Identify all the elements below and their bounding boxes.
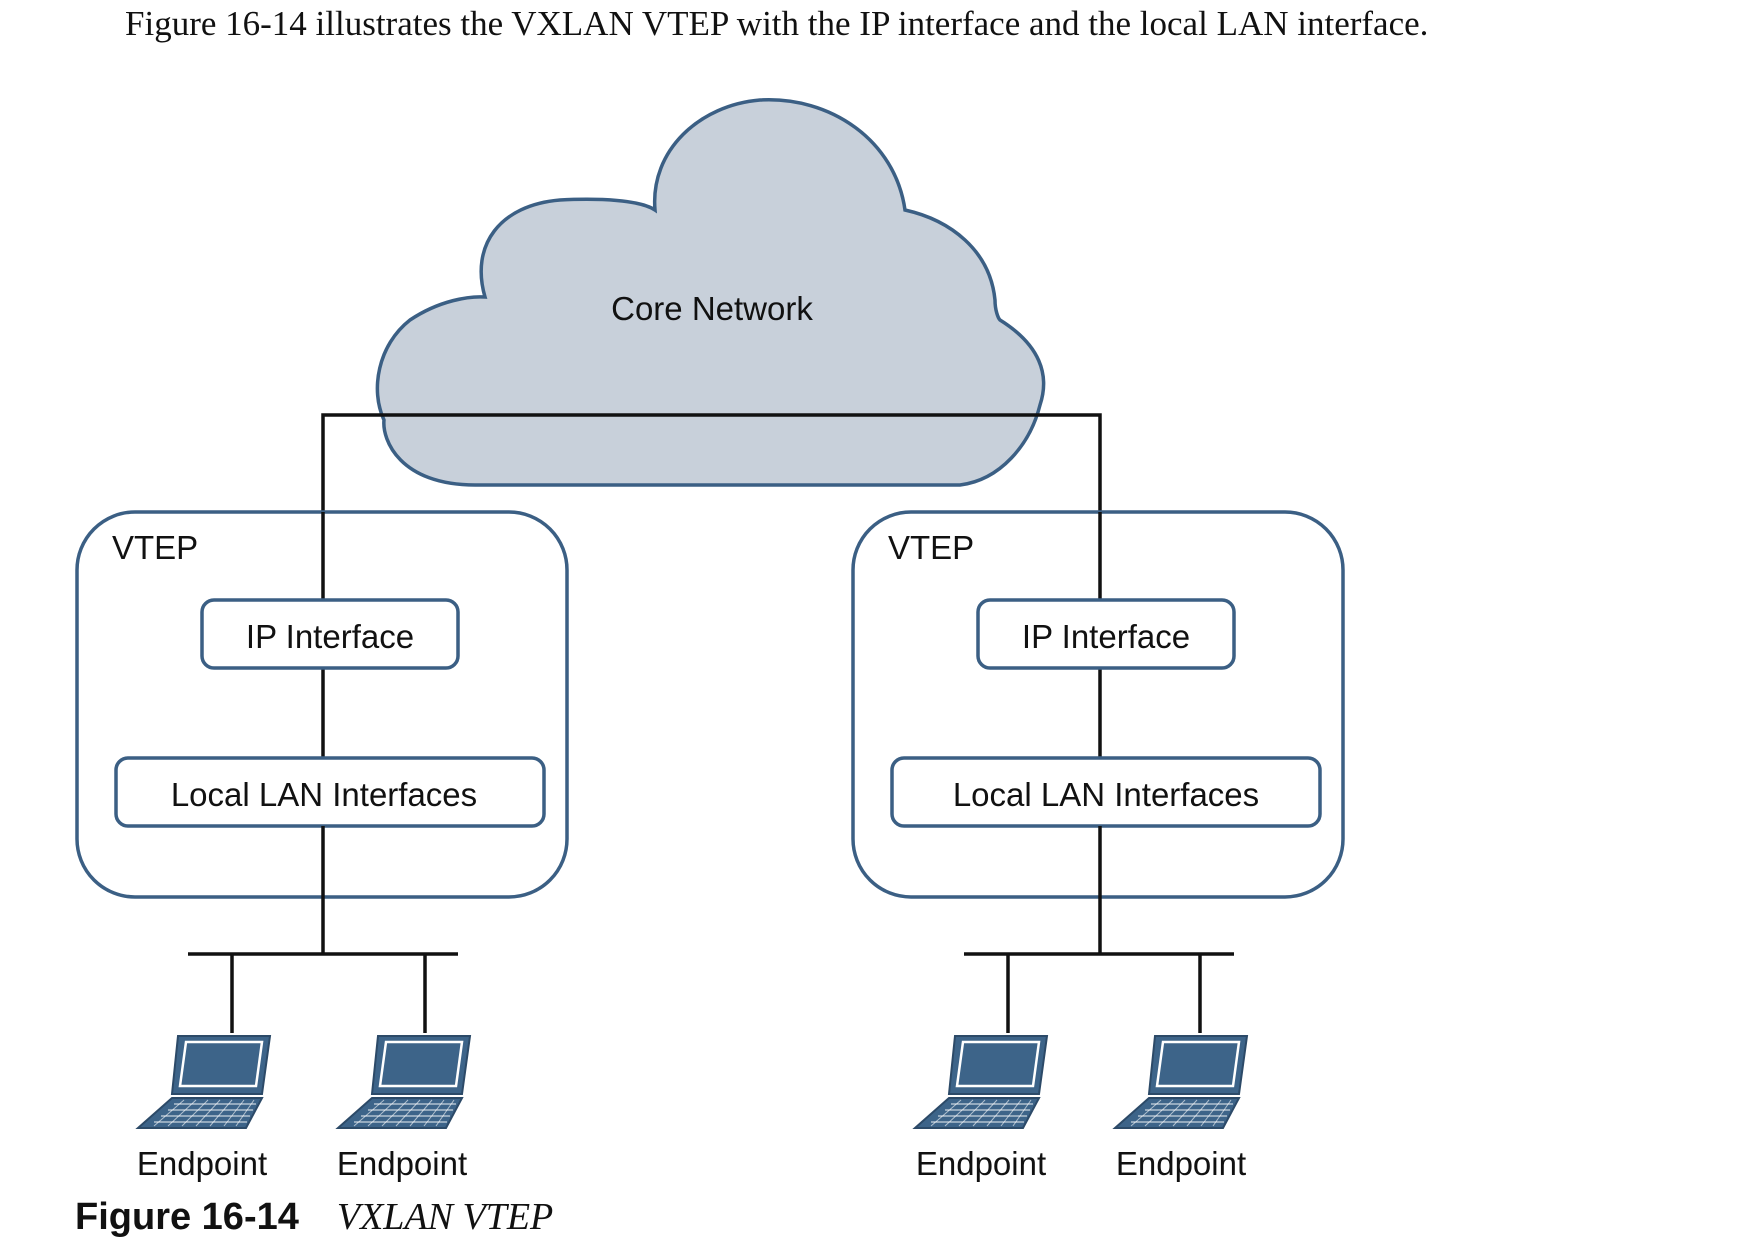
ip-interface-box-left (200, 598, 460, 670)
laptop-icon (136, 1034, 272, 1130)
vtep-label-left: VTEP (112, 529, 198, 566)
ip-interface-box-right (976, 598, 1236, 670)
endpoint-label: Endpoint (337, 1145, 467, 1182)
lan-interfaces-label-left: Local LAN Interfaces (171, 776, 477, 813)
laptop-icon (336, 1034, 472, 1130)
caption-title: VXLAN VTEP (336, 1196, 554, 1238)
core-network-cloud (375, 98, 1046, 487)
lan-interfaces-box-right (890, 756, 1322, 828)
cloud-label: Core Network (611, 290, 813, 327)
endpoint-label: Endpoint (916, 1145, 1046, 1182)
core-link (321, 413, 1102, 598)
laptop-icon (913, 1034, 1049, 1130)
caption-label: Figure 16-14 (75, 1196, 299, 1238)
lan-interfaces-label-right: Local LAN Interfaces (953, 776, 1259, 813)
vtep-box-right (851, 510, 1345, 899)
figure-caption: Figure 16-14 VXLAN VTEP (75, 1195, 553, 1239)
laptop-icon (1113, 1034, 1249, 1130)
endpoint-label: Endpoint (137, 1145, 267, 1182)
ip-interface-label-left: IP Interface (246, 618, 414, 655)
vtep-label-right: VTEP (888, 529, 974, 566)
lan-interfaces-box-left (114, 756, 546, 828)
ip-interface-label-right: IP Interface (1022, 618, 1190, 655)
intro-paragraph: Figure 16-14 illustrates the VXLAN VTEP … (125, 0, 1428, 48)
intro-text: Figure 16-14 illustrates the VXLAN VTEP … (125, 4, 1429, 43)
endpoint-label: Endpoint (1116, 1145, 1246, 1182)
